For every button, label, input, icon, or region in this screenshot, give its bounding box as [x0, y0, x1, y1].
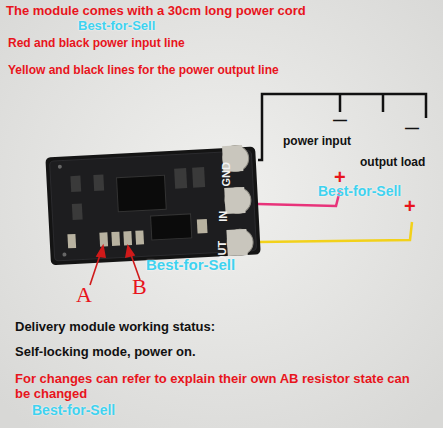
- polarity-sign: —: [405, 120, 419, 136]
- watermark: Best-for-Sell: [78, 19, 155, 34]
- watermark: Best-for-Sell: [32, 402, 115, 418]
- note-text: For changes can refer to explain their o…: [15, 372, 420, 402]
- callout-letter: B: [132, 274, 147, 299]
- wires: [258, 94, 426, 242]
- note-text: The module comes with a 30cm long power …: [6, 4, 306, 19]
- note-text: Red and black power input line: [8, 37, 185, 51]
- pin-name: GND: [220, 162, 233, 186]
- pin-name: IN: [217, 211, 230, 222]
- wire-label: power input: [283, 135, 351, 149]
- watermark: Best-for-Sell: [318, 183, 401, 199]
- status-text: Self-locking mode, power on.: [15, 345, 196, 360]
- polarity-sign: +: [404, 195, 416, 218]
- note-text: Yellow and black lines for the power out…: [8, 64, 279, 78]
- wire-label: output load: [360, 156, 425, 170]
- polarity-sign: —: [333, 112, 347, 128]
- status-text: Delivery module working status:: [15, 320, 215, 335]
- pcb-module: [45, 144, 260, 265]
- watermark: Best-for-Sell: [146, 256, 235, 273]
- callout-letter: A: [76, 282, 92, 307]
